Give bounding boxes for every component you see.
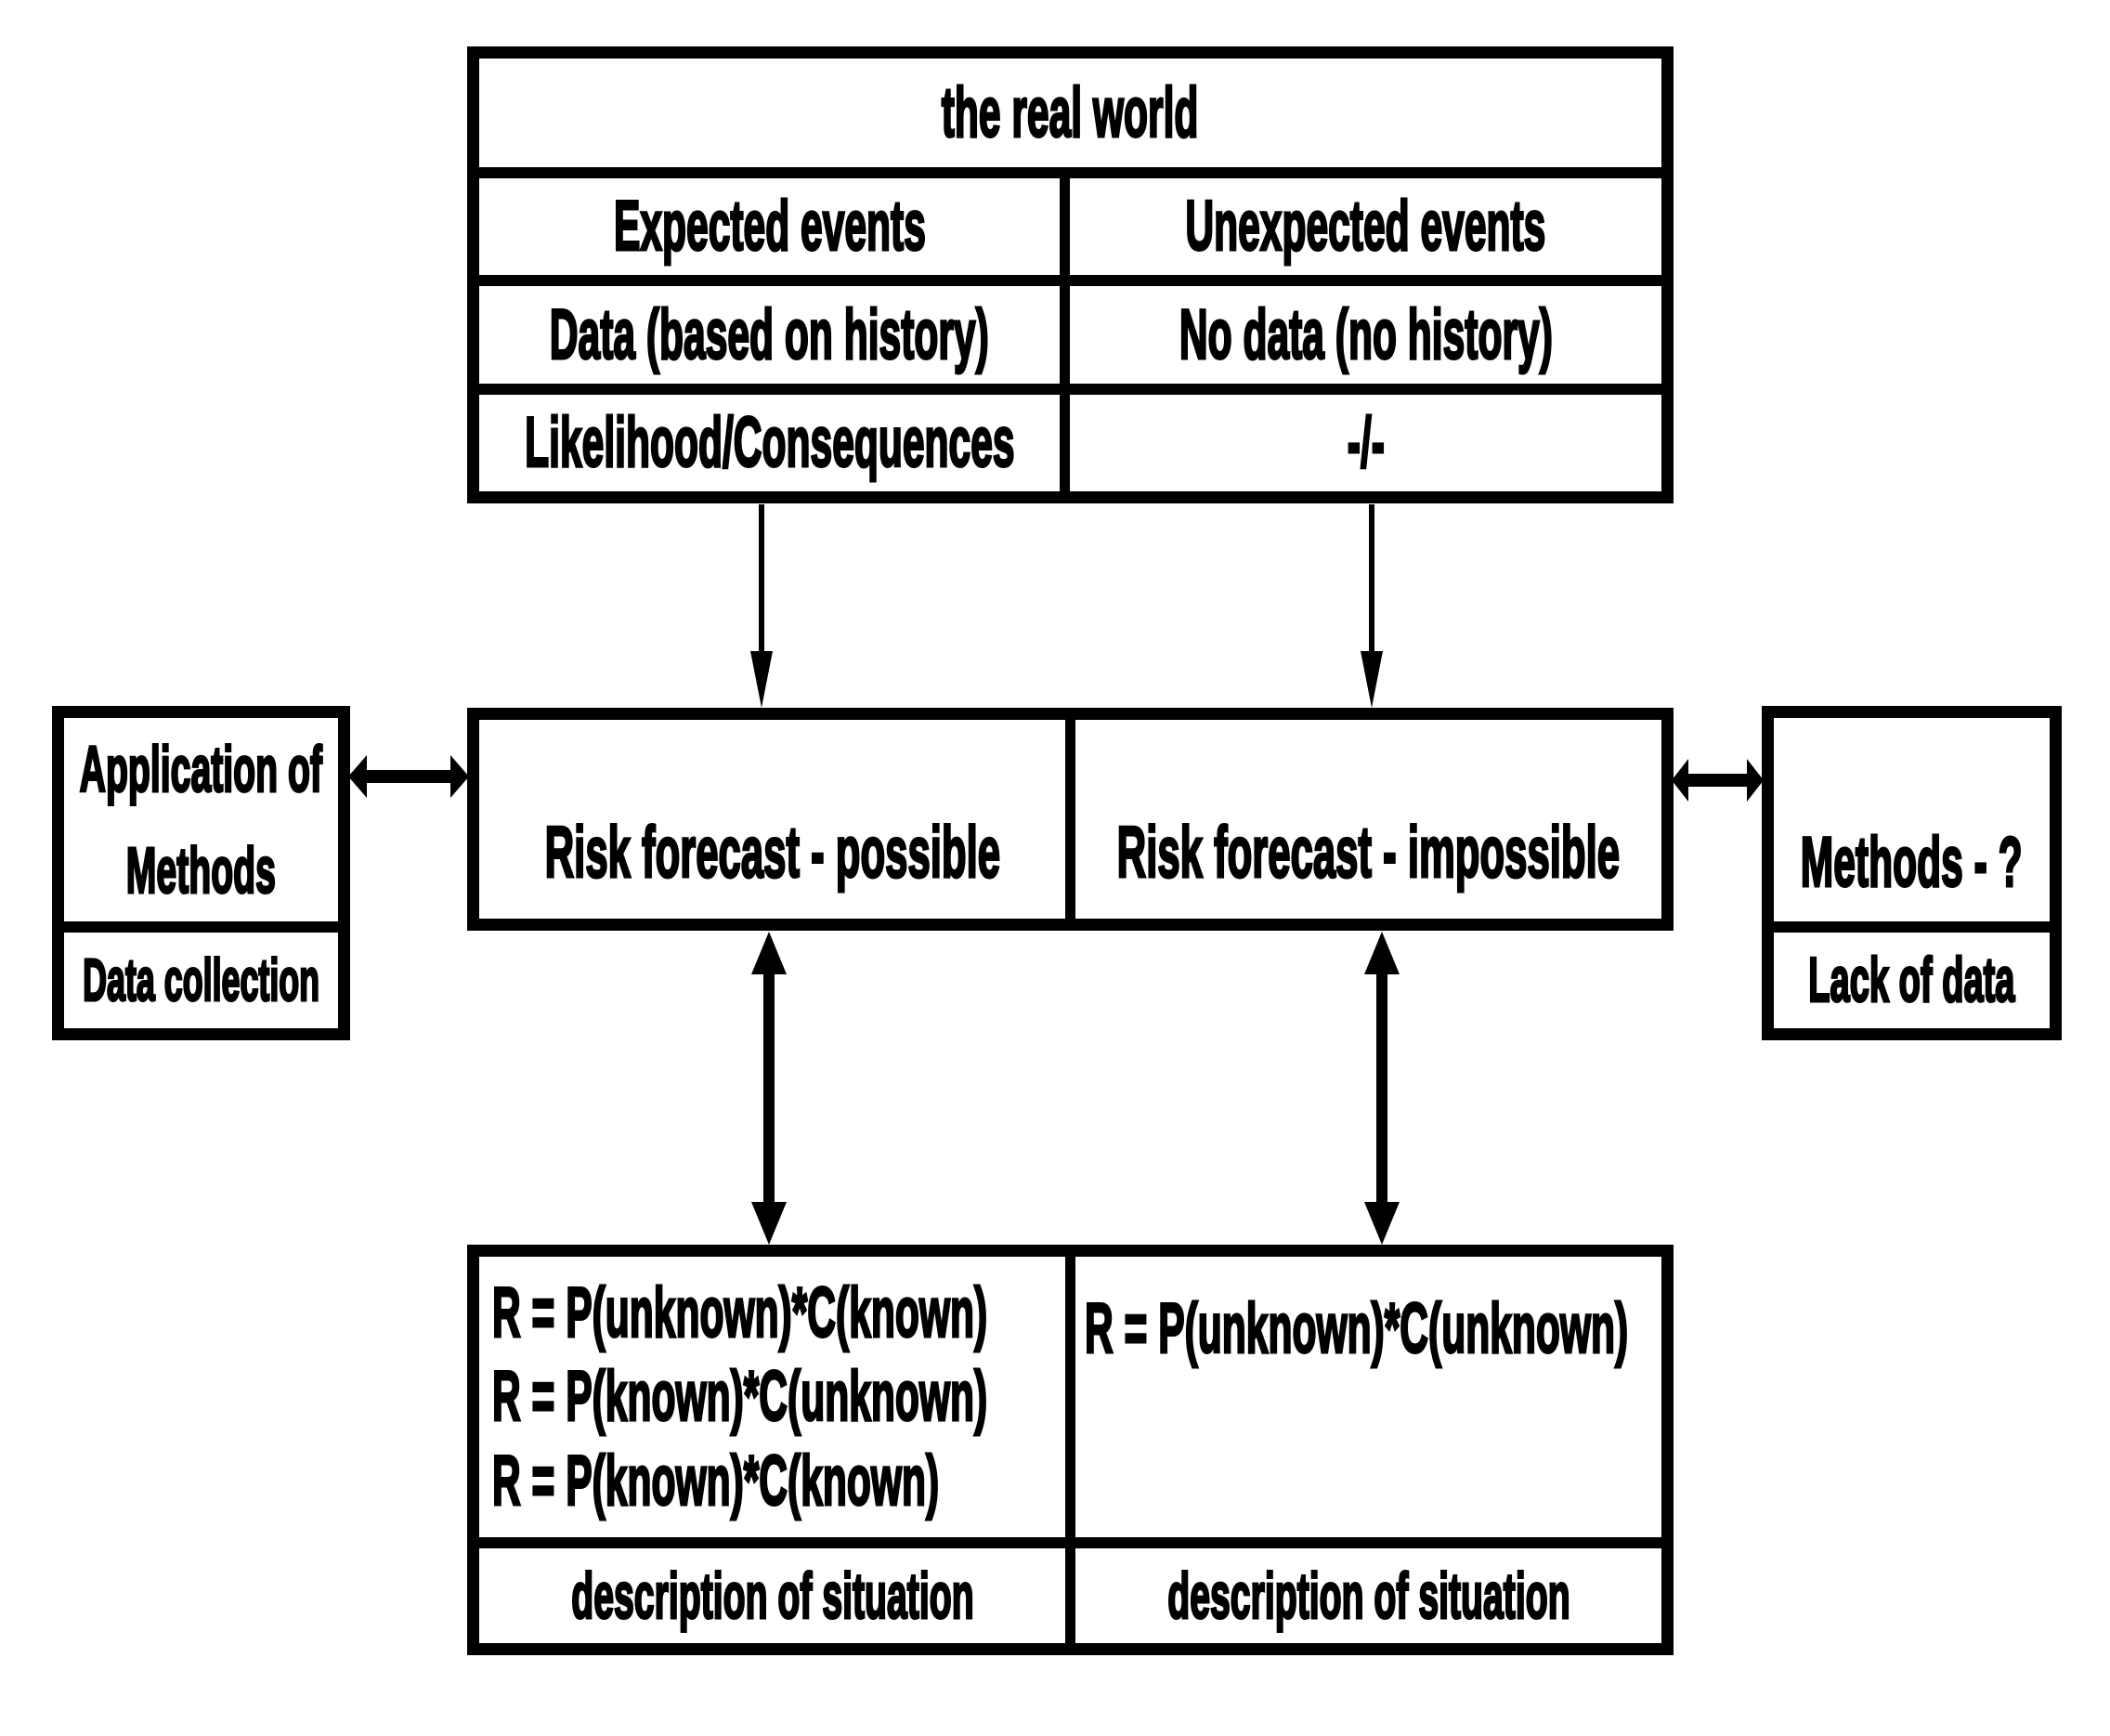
cell-expected-events: Expected events [479, 166, 1060, 276]
description-of-situation-left-cell: description of situation [479, 1537, 1065, 1643]
risk-forecast-impossible-label: Risk forecast - impossible [1116, 810, 1621, 894]
description-of-situation-left-label: description of situation [570, 1558, 974, 1633]
no-likelihood-no-consequences-label: -/- [1347, 402, 1386, 484]
table-header-real-world: the real world [479, 59, 1661, 167]
data-collection-label: Data collection [82, 945, 320, 1014]
methods-unknown-box: Methods - ? Lack of data [1762, 706, 2062, 1040]
cell-no-likelihood-no-consequences: -/- [1060, 383, 1661, 491]
risk-forecast-possible-box: Risk forecast - possible [479, 720, 1065, 919]
risk-forecast-possible-label: Risk forecast - possible [543, 810, 1000, 894]
no-data-no-history-label: No data (no history) [1179, 294, 1554, 375]
real-world-label: the real world [941, 72, 1199, 153]
cell-lack-of-data: Lack of data [1774, 921, 2050, 1028]
cell-methods-question: Methods - ? [1774, 718, 2050, 921]
real-world-table: the real world Expected events Unexpecte… [467, 46, 1674, 503]
unexpected-events-label: Unexpected events [1185, 186, 1547, 268]
description-of-situation-right-label: description of situation [1166, 1558, 1570, 1633]
data-based-on-history-label: Data (based on history) [549, 294, 990, 375]
risk-forecast-row: Risk forecast - possible Risk forecast -… [467, 708, 1674, 931]
cell-no-data-no-history: No data (no history) [1060, 275, 1661, 384]
methods-question-label: Methods - ? [1800, 821, 2023, 903]
arrow-impossible-to-formula-icon [1364, 932, 1400, 1245]
application-of-methods-label: Application of Methods [79, 732, 323, 907]
arrow-methods-to-risk-possible-icon [348, 755, 469, 798]
formulas-impossible-cell: R = P(unknown)*C(unknown) [1065, 1257, 1661, 1537]
expected-events-label: Expected events [613, 186, 927, 268]
likelihood-consequences-label: Likelihood/Consequences [524, 402, 1015, 484]
arrow-possible-to-formulas-icon [751, 932, 787, 1245]
lack-of-data-label: Lack of data [1808, 944, 2016, 1017]
risk-forecast-impossible-box: Risk forecast - impossible [1065, 720, 1661, 919]
formula-p-known-c-unknown: R = P(known)*C(unknown) [491, 1356, 988, 1438]
formula-p-unknown-c-known: R = P(unknown)*C(known) [491, 1272, 988, 1353]
cell-likelihood-consequences: Likelihood/Consequences [479, 383, 1060, 492]
formula-p-unknown-c-unknown: R = P(unknown)*C(unknown) [1084, 1287, 1629, 1369]
formula-p-known-c-known: R = P(known)*C(known) [491, 1440, 940, 1521]
cell-application-of-methods: Application of Methods [64, 718, 338, 921]
arrow-unexpected-to-risk-impossible-icon [1361, 504, 1383, 708]
application-of-methods-box: Application of Methods Data collection [52, 706, 350, 1040]
formulas-possible-cell: R = P(unknown)*C(known) R = P(known)*C(u… [479, 1257, 1065, 1537]
arrow-risk-impossible-to-methods-icon [1672, 759, 1764, 802]
cell-data-collection: Data collection [64, 921, 338, 1028]
cell-unexpected-events: Unexpected events [1060, 166, 1661, 275]
cell-data-based-on-history: Data (based on history) [479, 275, 1060, 384]
arrow-expected-to-risk-possible-icon [750, 504, 773, 708]
description-of-situation-right-cell: description of situation [1065, 1537, 1661, 1643]
formula-boxes: R = P(unknown)*C(known) R = P(known)*C(u… [467, 1245, 1674, 1655]
